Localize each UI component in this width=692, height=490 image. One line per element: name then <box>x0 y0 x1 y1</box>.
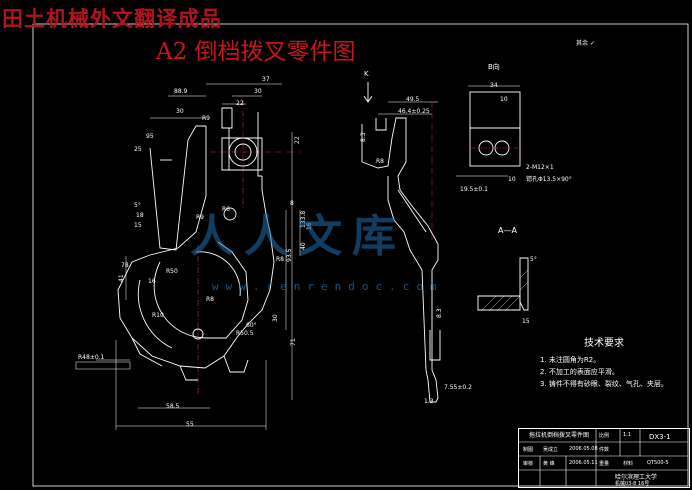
dimension-label: R8 <box>276 256 284 263</box>
dimension-label: R9 <box>196 214 204 221</box>
dimension-label: 60° <box>246 322 257 329</box>
title-block: 拖拉机倒档拨叉零件图 比例 1:1 DX3-1 件数 制图 吴成立 2006.0… <box>518 428 690 488</box>
tb-school: 哈尔滨理工大学 <box>615 474 658 481</box>
dimension-label: R48±0.1 <box>78 354 105 361</box>
dimension-label: 5° <box>134 202 141 209</box>
dimension-label: 30 <box>272 314 279 322</box>
tb-checker: 黄 峰 <box>543 461 555 467</box>
view-section-label: A—A <box>498 226 517 235</box>
dimension-label: 25 <box>134 146 142 153</box>
dimension-label: 30 <box>254 88 262 95</box>
dimension-label: 8.3 <box>360 132 367 142</box>
tb-date2: 2006.05.11 <box>569 460 598 466</box>
dimension-label: 1.3 <box>424 398 434 405</box>
dimension-label: 15 <box>134 222 142 229</box>
dimension-label: 49.5 <box>406 96 420 103</box>
dimension-label: 18 <box>136 212 144 219</box>
dimension-label: 8.3 <box>436 308 443 318</box>
tb-material: QT500-5 <box>647 460 669 466</box>
dimension-label: R8 <box>376 158 384 165</box>
front-dimensions <box>75 83 301 430</box>
tb-class: 机械03-8 16号 <box>615 481 650 487</box>
dimension-label: 71 <box>290 338 297 346</box>
view-k-label: K <box>364 70 369 78</box>
dimension-label: R50 <box>166 268 178 275</box>
watermark-url: www.renrendoc.com <box>212 280 444 293</box>
dimension-label: 78 <box>121 262 129 269</box>
tb-lbl-design: 制图 <box>523 447 534 453</box>
tech-req-item: 1. 未注圆角为R2。 <box>540 356 601 364</box>
dimension-label: R10 <box>152 312 164 319</box>
view-b-label: B向 <box>488 63 500 71</box>
dimension-label: 8 <box>290 200 294 207</box>
dimension-label: 55 <box>186 421 194 428</box>
tb-part-name: 拖拉机倒档拨叉零件图 <box>529 432 590 439</box>
drawing-title: A2 倒档拨叉零件图 <box>156 39 356 65</box>
dimension-label: 7.55±0.2 <box>444 384 472 391</box>
tb-scale: 1:1 <box>623 432 632 438</box>
title-block-lines <box>518 428 688 486</box>
dimension-label: 34 <box>490 82 498 89</box>
watermark-logo: 人人文库 <box>190 211 406 262</box>
tb-lbl-scale: 比例 <box>599 433 610 439</box>
tb-drawing-no: DX3-1 <box>649 433 671 441</box>
tb-date1: 2006.05.08 <box>569 446 598 452</box>
dimension-label: 10 <box>500 96 508 103</box>
dimension-label: 22 <box>294 136 301 144</box>
dimension-label: 30 <box>176 108 184 115</box>
dimension-label: 16 <box>148 278 156 285</box>
dimension-label: 15 <box>522 318 530 325</box>
dimension-label: 2-M12×1 <box>526 164 554 171</box>
dimension-label: 5° <box>530 256 537 263</box>
dimension-label: 88.9 <box>174 88 188 95</box>
dimension-label: 41 <box>118 274 125 282</box>
tech-req-item: 2. 不加工的表面应平滑。 <box>540 368 619 376</box>
dimension-label: 58.5 <box>166 403 180 410</box>
dimension-label: 19.5±0.1 <box>460 186 488 193</box>
check-mark-icon: ✓ <box>589 40 595 47</box>
dimension-label: 10 <box>508 176 516 183</box>
dimension-label: R8 <box>206 296 214 303</box>
dimension-label: 46.4±0.25 <box>398 108 430 115</box>
dimension-label: 22 <box>236 100 244 107</box>
technical-requirements: 技术要求 1. 未注圆角为R2。 2. 不加工的表面应平滑。 3. 铸件不得有砂… <box>540 338 668 390</box>
dimension-label: 锪孔Φ13.5×90° <box>526 176 572 183</box>
dimension-label: R6 <box>222 206 230 213</box>
drawing-frame <box>32 23 689 487</box>
dimension-label: 37 <box>262 76 270 83</box>
dimension-label: 95 <box>146 133 154 140</box>
tb-lbl-material: 材料 <box>623 461 634 467</box>
tb-lbl-qty: 件数 <box>599 447 610 453</box>
dimension-label: R50.5 <box>236 330 254 337</box>
dimension-label: R9 <box>202 115 210 122</box>
watermark-top: 田土机械外文翻译成品 <box>2 7 222 31</box>
tb-designer: 吴成立 <box>543 447 559 453</box>
tb-lbl-check: 审核 <box>523 461 534 467</box>
tech-req-item: 3. 铸件不得有砂眼、裂纹、气孔、夹层。 <box>540 380 668 388</box>
section-a-a <box>477 257 529 311</box>
b-view <box>456 85 521 177</box>
tech-req-heading: 技术要求 <box>584 338 624 349</box>
side-view <box>361 82 441 403</box>
roughness-note: 其余 ✓ <box>576 40 595 47</box>
front-view <box>117 100 300 395</box>
tb-lbl-weight: 重量 <box>599 461 610 467</box>
